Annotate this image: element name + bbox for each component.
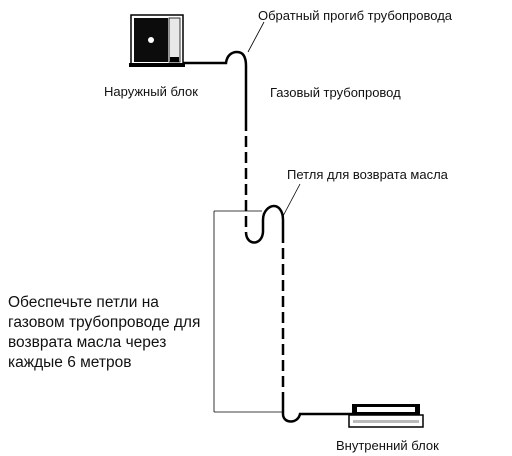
oil-loop-note: Обеспечьте петли на газовом трубопроводе… — [8, 294, 201, 371]
indoor-connection-pipe — [281, 400, 356, 423]
gas-pipe — [244, 120, 285, 400]
indoor-unit-label: Внутренний блок — [336, 438, 439, 453]
reverse-bend-pipe — [183, 50, 248, 120]
oil-loop-label: Петля для возврата масла — [287, 167, 448, 182]
distance-bracket — [213, 210, 282, 413]
reverse-bend-label: Обратный прогиб трубопровода — [258, 8, 453, 23]
leader-lines — [247, 21, 301, 219]
gas-pipe-label: Газовый трубопровод — [270, 85, 401, 100]
indoor-unit-icon — [348, 404, 424, 428]
outdoor-unit-icon — [129, 14, 185, 67]
oil-return-loop — [244, 204, 285, 244]
outdoor-unit-label: Наружный блок — [104, 84, 198, 99]
